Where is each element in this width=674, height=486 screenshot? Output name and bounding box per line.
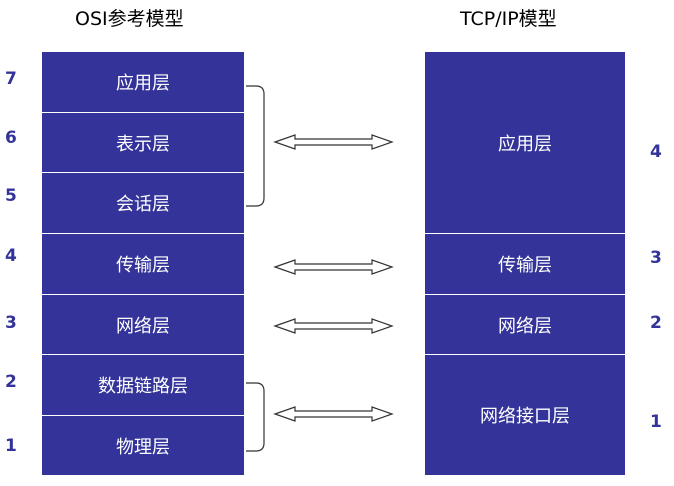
osi-layer-data-link: 数据链路层 — [42, 354, 244, 415]
network-interface-mapping-arrow — [273, 406, 394, 422]
osi-number-5: 5 — [5, 186, 17, 206]
transport-mapping-arrow — [273, 259, 394, 275]
osi-layer-session: 会话层 — [42, 172, 244, 233]
osi-layer-physical: 物理层 — [42, 415, 244, 475]
osi-number-2: 2 — [5, 372, 17, 392]
osi-layer-network: 网络层 — [42, 294, 244, 354]
osi-layer-application: 应用层 — [42, 52, 244, 112]
tcpip-number-3: 3 — [650, 248, 662, 268]
tcpip-number-2: 2 — [650, 313, 662, 333]
tcpip-layer-network-interface: 网络接口层 — [425, 354, 625, 475]
tcpip-number-1: 1 — [650, 412, 662, 432]
lower-layers-brace — [246, 382, 265, 452]
tcpip-layer-transport: 传输层 — [425, 233, 625, 294]
application-mapping-arrow — [273, 134, 394, 150]
tcpip-model-title: TCP/IP模型 — [460, 8, 557, 30]
osi-layer-transport: 传输层 — [42, 233, 244, 294]
osi-number-4: 4 — [5, 246, 17, 266]
osi-number-1: 1 — [5, 436, 17, 456]
osi-number-6: 6 — [5, 128, 17, 148]
upper-layers-brace — [246, 85, 265, 207]
osi-number-7: 7 — [5, 69, 17, 89]
tcpip-number-4: 4 — [650, 142, 662, 162]
osi-model-title: OSI参考模型 — [75, 8, 184, 30]
network-mapping-arrow — [273, 318, 394, 334]
tcpip-layer-application: 应用层 — [425, 52, 625, 233]
osi-layer-presentation: 表示层 — [42, 112, 244, 172]
osi-number-3: 3 — [5, 313, 17, 333]
tcpip-layer-network: 网络层 — [425, 294, 625, 354]
